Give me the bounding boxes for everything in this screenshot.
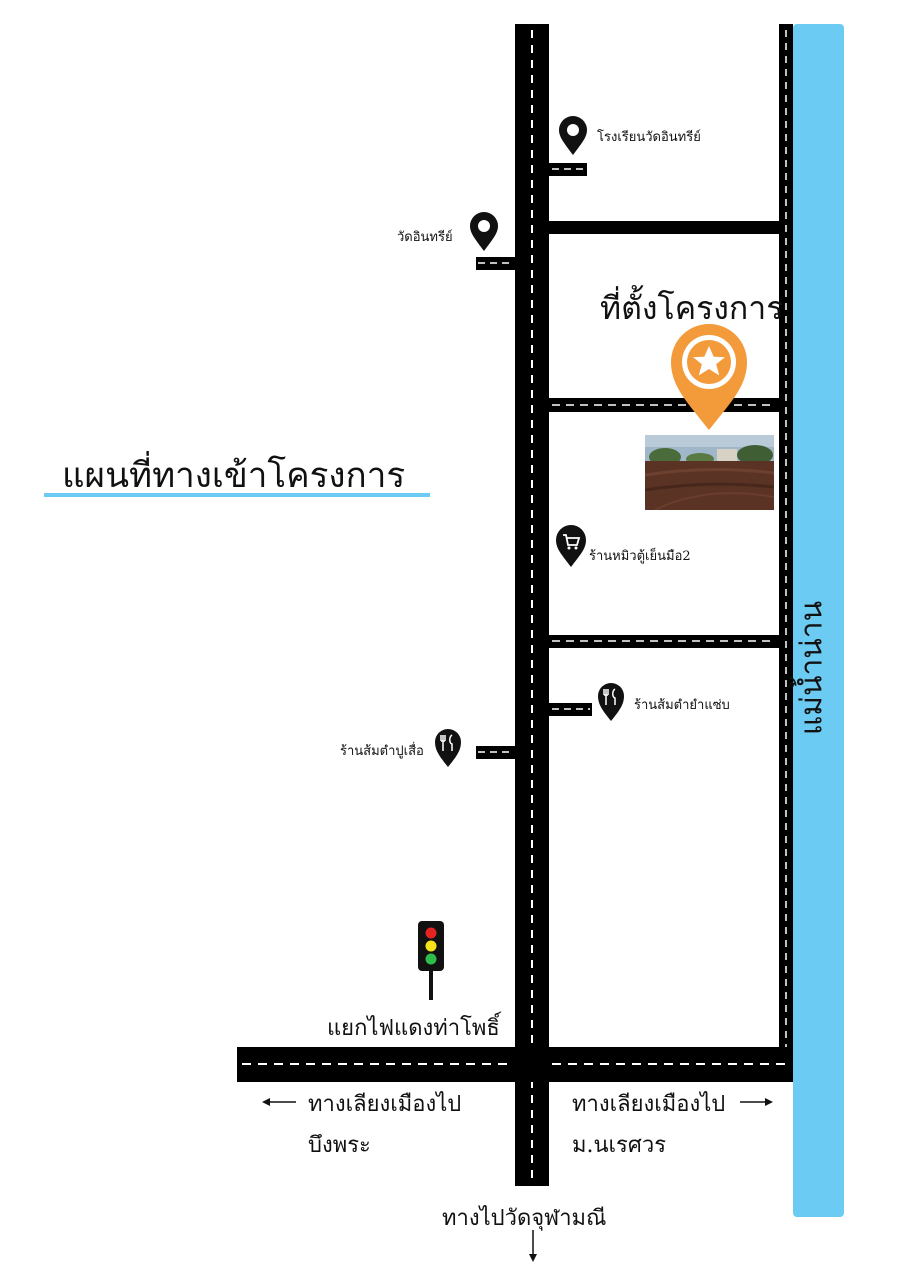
- bypass-left-line1: ทางเลียงเมืองไป: [308, 1092, 462, 1117]
- map-pin-icon: [559, 116, 587, 155]
- spur-restaurant-left: [476, 746, 515, 759]
- spur-school: [549, 163, 587, 176]
- cross-road-2: [549, 398, 779, 412]
- temple-label: วัดอินทรีย์: [397, 230, 453, 245]
- junction-label: แยกไฟแดงท่าโพธิ์: [327, 1016, 500, 1041]
- project-location-label: ที่ตั้งโครงการ: [600, 289, 784, 327]
- map-title: แผนที่ทางเข้าโครงการ: [62, 456, 406, 496]
- restaurant-left-label: ร้านส้มตำปูเสื่อ: [340, 744, 424, 759]
- project-site-photo: [645, 435, 774, 510]
- map-pin-icon: [470, 212, 498, 251]
- shop-label: ร้านหมิวตู้เย็นมือ2: [589, 549, 691, 564]
- star-pin-icon: [671, 324, 747, 430]
- title-underline: [44, 493, 430, 497]
- bypass-right-line2: ม.นเรศวร: [572, 1133, 667, 1158]
- spur-restaurant-right: [549, 703, 592, 716]
- cart-pin-icon: [556, 525, 586, 567]
- spur-temple: [476, 257, 515, 270]
- traffic-light-icon: [418, 921, 444, 1000]
- school-label: โรงเรียนวัดอินทรีย์: [597, 130, 701, 145]
- main-road: [515, 24, 549, 1186]
- restaurant-right-label: ร้านส้มตำยำแซ่บ: [634, 698, 730, 713]
- bypass-road: [237, 1047, 793, 1082]
- river: [793, 24, 844, 1217]
- bypass-right-line1: ทางเลียงเมืองไป: [572, 1092, 726, 1117]
- cross-road-1: [549, 221, 779, 234]
- riverside-road: [779, 24, 793, 1082]
- arrow-down-icon: [529, 1230, 537, 1262]
- bypass-left-line2: บึงพระ: [308, 1133, 371, 1158]
- cross-road-3: [549, 635, 779, 648]
- river-label: แม่น้ำน่าน: [794, 600, 830, 736]
- restaurant-pin-icon: [598, 683, 624, 721]
- arrow-right-icon: [740, 1098, 773, 1106]
- restaurant-pin-icon: [435, 729, 461, 767]
- to-temple-label: ทางไปวัดจุฬามณี: [442, 1206, 607, 1231]
- arrow-left-icon: [262, 1098, 296, 1106]
